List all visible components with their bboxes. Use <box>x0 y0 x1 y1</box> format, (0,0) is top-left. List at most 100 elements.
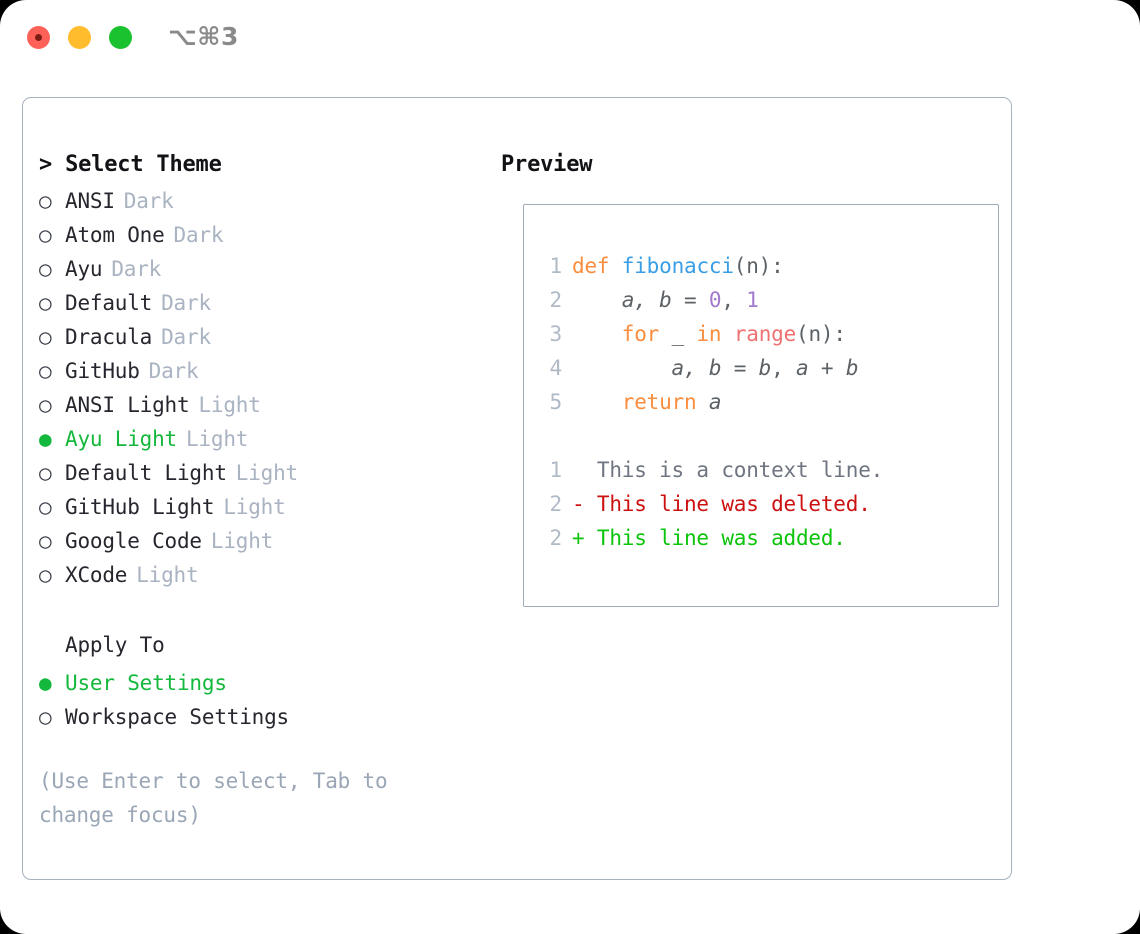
apply-to-option[interactable]: ○ Workspace Settings <box>39 700 489 734</box>
radio-selected-icon[interactable]: ● <box>39 671 52 695</box>
theme-name: GitHub Light <box>65 495 215 519</box>
radio-unselected-icon[interactable]: ○ <box>39 325 52 349</box>
theme-name: ANSI Light <box>65 393 190 417</box>
select-theme-heading: > Select Theme <box>39 152 222 177</box>
apply-to-label: User Settings <box>65 671 227 695</box>
zoom-button[interactable] <box>109 26 132 49</box>
radio-unselected-icon[interactable]: ○ <box>39 359 52 383</box>
theme-name: Ayu <box>65 257 103 281</box>
close-button[interactable] <box>27 26 50 49</box>
theme-kind-label: Dark <box>148 359 199 383</box>
radio-selected-icon[interactable]: ● <box>39 427 52 451</box>
radio-unselected-icon[interactable]: ○ <box>39 393 52 417</box>
code-token: a, b <box>671 356 722 380</box>
line-number: 5 <box>549 390 563 414</box>
code-token: in <box>696 322 722 346</box>
theme-name: Default <box>65 291 153 315</box>
theme-kind-label: Dark <box>161 291 211 315</box>
theme-list-item[interactable]: ○ Google Code Light <box>39 524 489 558</box>
diff-sample: 1 This is a context line.2- This line wa… <box>540 453 998 555</box>
code-token <box>696 390 708 414</box>
theme-kind-label: Dark <box>123 189 174 213</box>
window-shortcut-label: ⌥⌘3 <box>168 22 239 51</box>
radio-unselected-icon[interactable]: ○ <box>39 257 52 281</box>
radio-unselected-icon[interactable]: ○ <box>39 223 52 247</box>
theme-name: Google Code <box>65 529 202 553</box>
theme-list-item[interactable]: ○ ANSI Light Light <box>39 388 489 422</box>
radio-unselected-icon[interactable]: ○ <box>39 529 52 553</box>
code-token: def <box>572 254 610 278</box>
minimize-button[interactable] <box>68 26 91 49</box>
section-spacer <box>39 592 489 628</box>
radio-unselected-icon[interactable]: ○ <box>39 461 52 485</box>
code-token: b <box>845 356 859 380</box>
radio-unselected-icon[interactable]: ○ <box>39 495 52 519</box>
code-token: a <box>708 390 722 414</box>
code-token <box>609 254 621 278</box>
theme-list-item[interactable]: ○ Dracula Dark <box>39 320 489 354</box>
theme-name: Atom One <box>65 223 165 247</box>
radio-unselected-icon[interactable]: ○ <box>39 705 52 729</box>
theme-name: GitHub <box>65 359 140 383</box>
theme-kind-label: Dark <box>111 257 162 281</box>
diff-text: - This line was deleted. <box>572 492 871 516</box>
theme-list-item[interactable]: ○ Atom One Dark <box>39 218 489 252</box>
code-line: 5 return a <box>540 385 998 419</box>
traffic-light-group <box>27 26 132 49</box>
theme-name: Default Light <box>65 461 227 485</box>
theme-list-item[interactable]: ○ Ayu Dark <box>39 252 489 286</box>
radio-unselected-icon[interactable]: ○ <box>39 291 52 315</box>
diff-text: This is a context line. <box>572 458 884 482</box>
radio-unselected-icon[interactable]: ○ <box>39 189 52 213</box>
line-number: 3 <box>549 322 563 346</box>
theme-list-item[interactable]: ○ Default Dark <box>39 286 489 320</box>
theme-name: Dracula <box>65 325 153 349</box>
theme-kind-label: Light <box>186 427 249 451</box>
code-token: fibonacci <box>621 254 734 278</box>
code-token: return <box>621 390 697 414</box>
code-token: , <box>721 288 747 312</box>
code-token <box>572 390 622 414</box>
code-token <box>572 288 622 312</box>
diff-line: 2 - This line was deleted. <box>540 487 998 521</box>
line-number: 2 <box>549 526 563 550</box>
code-token: 1 <box>746 288 759 312</box>
diff-spacer <box>540 419 998 453</box>
code-token: b <box>758 356 772 380</box>
theme-list-item[interactable]: ○ ANSI Dark <box>39 184 489 218</box>
radio-unselected-icon[interactable]: ○ <box>39 563 52 587</box>
code-token: (n): <box>733 254 784 278</box>
code-token: = <box>721 356 759 380</box>
apply-to-option[interactable]: ● User Settings <box>39 666 489 700</box>
theme-kind-label: Dark <box>161 325 211 349</box>
diff-text: + This line was added. <box>572 526 846 550</box>
theme-list-item[interactable]: ○ GitHub Dark <box>39 354 489 388</box>
apply-to-list[interactable]: ● User Settings ○ Workspace Settings <box>39 666 489 734</box>
code-token: a, b <box>621 288 672 312</box>
theme-kind-label: Dark <box>173 223 224 247</box>
theme-name: XCode <box>65 563 128 587</box>
line-number: 2 <box>549 492 563 516</box>
diff-line: 2 + This line was added. <box>540 521 998 555</box>
apply-to-label: Workspace Settings <box>65 705 289 729</box>
code-token: (n): <box>796 322 846 346</box>
keyboard-hint-text: (Use Enter to select, Tab to change focu… <box>39 769 388 827</box>
code-line: 2 a, b = 0, 1 <box>540 283 998 317</box>
apply-to-heading: Apply To <box>65 633 165 657</box>
code-token: a <box>796 356 809 380</box>
theme-kind-label: Light <box>198 393 261 417</box>
theme-name: ANSI <box>65 189 115 213</box>
code-token: _ <box>671 322 685 346</box>
code-token <box>572 322 622 346</box>
code-token <box>721 322 733 346</box>
theme-kind-label: Light <box>210 529 274 553</box>
